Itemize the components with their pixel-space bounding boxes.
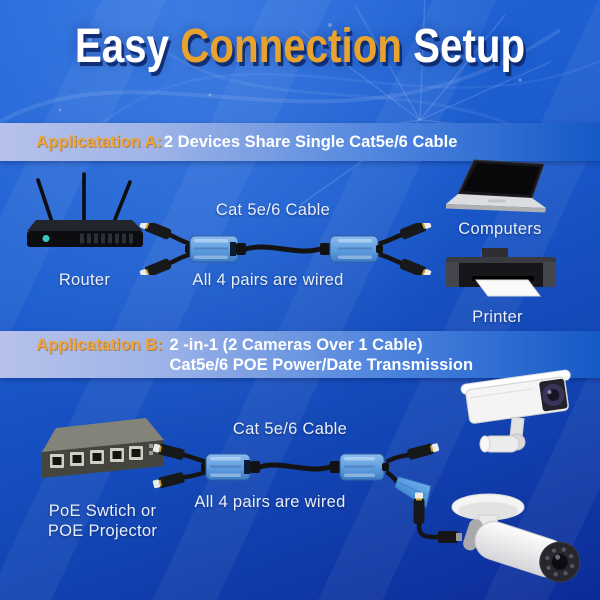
- application-b-text-line1: 2 -in-1 (2 Cameras Over 1 Cable): [169, 335, 423, 354]
- pairs-label-b: All 4 pairs are wired: [194, 493, 346, 511]
- bullet-camera-illustration: [451, 493, 581, 583]
- application-b-text-line2: Cat5e/6 POE Power/Date Transmission: [169, 355, 474, 374]
- application-b-band: Applicatation B: 2 -in-1 (2 Cameras Over…: [0, 331, 600, 378]
- rj45-connector-icon: [398, 223, 433, 241]
- router-label: Router: [58, 271, 111, 289]
- router-led: [42, 235, 50, 242]
- title-word-setup: Setup: [413, 20, 526, 73]
- laptop-screen: [462, 163, 540, 195]
- switch-led: [149, 451, 153, 455]
- rj45-connector-icon: [152, 443, 186, 461]
- rj45-connector-icon: [152, 471, 186, 490]
- rj45-connector-icon: [398, 257, 433, 275]
- application-a-label: Applicatation A:: [36, 132, 162, 151]
- laptop-illustration: [446, 159, 546, 213]
- ethernet-ports: [50, 446, 143, 468]
- splitter-cable-b-illustration: [152, 443, 462, 543]
- application-a-text: 2 Devices Share Single Cat5e/6 Cable: [163, 132, 458, 151]
- application-a-assembly: Cat 5e/6 Cable: [133, 201, 445, 297]
- rj45-connector-icon: [413, 492, 425, 524]
- printer-paper: [475, 279, 541, 297]
- application-a-band: Applicatation A: 2 Devices Share Single …: [0, 123, 600, 161]
- cable-label-a: Cat 5e/6 Cable: [215, 201, 331, 219]
- cable-label-b: Cat 5e/6 Cable: [232, 420, 348, 438]
- computers-label: Computers: [458, 220, 542, 238]
- camera-pigtail-plug: [438, 531, 462, 543]
- router-illustration: [27, 172, 143, 247]
- page-title: Easy Connection Setup: [48, 18, 552, 76]
- printer-label: Printer: [472, 308, 523, 326]
- splitter-cable-a-illustration: [138, 223, 433, 275]
- application-b-assembly: Cat 5e/6 Cable All 4 pairs are wired: [150, 420, 480, 545]
- application-b-label: Applicatation B:: [36, 335, 163, 354]
- rj45-connector-icon: [406, 443, 440, 461]
- patch-cable: [257, 462, 333, 472]
- poe-switch-label: PoE Swtich or POE Projector: [47, 502, 158, 540]
- title-word-connection: Connection: [180, 20, 402, 73]
- title-word-easy: Easy: [74, 20, 169, 73]
- rj45-connector-icon: [138, 223, 173, 241]
- box-camera-illustration: [460, 369, 571, 453]
- poe-switch-illustration: [42, 418, 164, 478]
- patch-cable: [243, 244, 323, 254]
- switch-led: [149, 444, 153, 448]
- printer-illustration: [446, 248, 556, 297]
- router-antennas: [36, 172, 132, 224]
- pairs-label-a: All 4 pairs are wired: [192, 271, 344, 289]
